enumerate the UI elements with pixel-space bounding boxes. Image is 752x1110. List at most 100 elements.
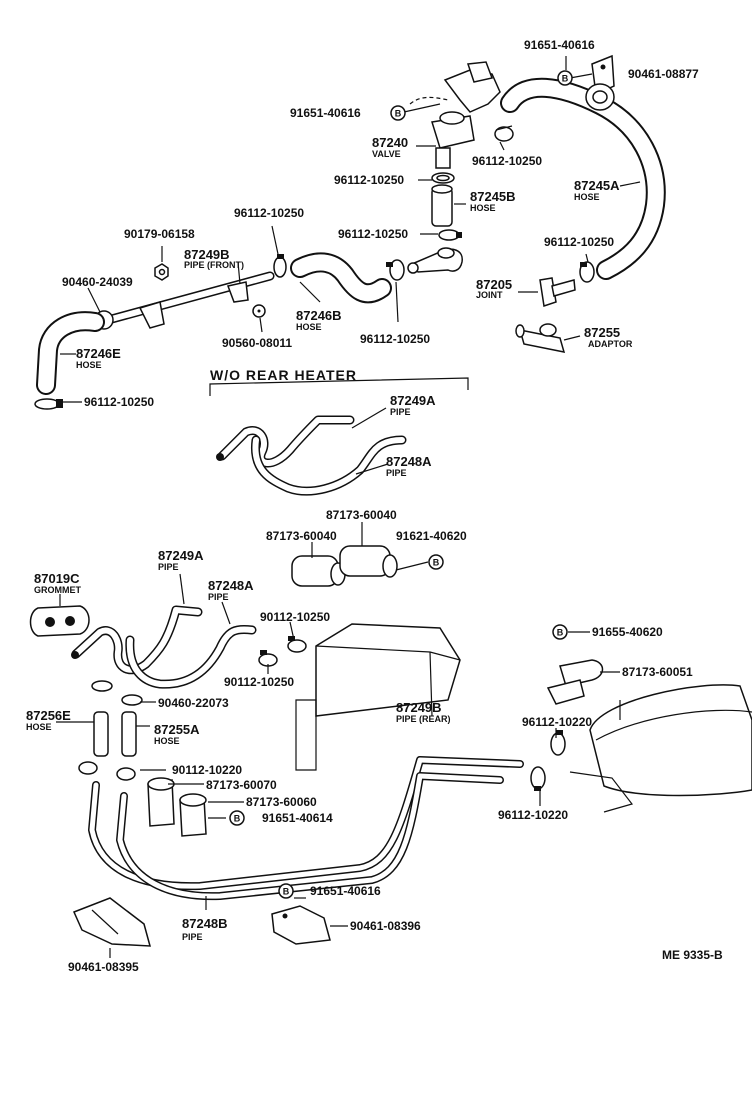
label-87240: 87240 — [372, 135, 408, 150]
clamp-87173-60040-a — [291, 555, 346, 587]
clamp-under-valve — [431, 172, 455, 184]
label-96112-10250-g: 96112-10250 — [84, 395, 154, 409]
label-87246b-name: HOSE — [296, 322, 322, 332]
clamp-96112-10220-a — [550, 730, 566, 756]
label-87205-name: JOINT — [476, 290, 503, 300]
label-87249a-wo-name: PIPE — [390, 407, 411, 417]
clamp-87246e — [34, 398, 63, 410]
label-90460-24039: 90460-24039 — [62, 275, 133, 289]
clamp-lower-hoses — [78, 761, 136, 781]
label-87245a: 87245A — [574, 178, 620, 193]
labels: 91651-40616 90461-08877 91651-40616 8724… — [26, 38, 723, 974]
label-87248a-wo-name: PIPE — [386, 468, 407, 478]
label-87173-60040-top: 87173-60040 — [326, 508, 397, 522]
svg-text:B: B — [283, 887, 290, 897]
label-87249a-lower: 87249A — [158, 548, 204, 563]
hose-87245b — [431, 184, 453, 227]
label-87246e: 87246E — [76, 346, 121, 361]
clamp-90460-22073 — [91, 680, 143, 706]
bolt-mark-4: B — [552, 624, 568, 640]
hose-87246b — [290, 252, 392, 304]
label-90460-22073: 90460-22073 — [158, 696, 229, 710]
label-87173-60060: 87173-60060 — [246, 795, 317, 809]
label-87248a-lower: 87248A — [208, 578, 254, 593]
label-91651-40614: 91651-40614 — [262, 811, 333, 825]
rear-heater-core — [569, 684, 752, 813]
label-87173-60051: 87173-60051 — [622, 665, 693, 679]
label-87248b-name: PIPE — [182, 932, 203, 942]
bracket-90461-08877 — [585, 54, 615, 111]
pipe-87249b-front — [103, 271, 275, 329]
clamp-87173-60051 — [546, 659, 604, 705]
label-87248a-wo: 87248A — [386, 454, 432, 469]
label-87173-60070: 87173-60070 — [206, 778, 277, 792]
label-96112-10250-f: 96112-10250 — [360, 332, 430, 346]
label-96112-10250-b: 96112-10250 — [334, 173, 404, 187]
label-87240-name: VALVE — [372, 149, 401, 159]
label-96112-10250-a: 96112-10250 — [472, 154, 542, 168]
clamp-valve-right — [494, 125, 514, 142]
label-87249a-wo: 87249A — [390, 393, 436, 408]
clip-90112-10250-a — [287, 636, 307, 653]
bolt-mark-6: B — [278, 883, 294, 899]
label-90112-10250-a: 90112-10250 — [260, 610, 330, 624]
label-87245b-name: HOSE — [470, 203, 496, 213]
label-87249b-front: 87249B — [184, 247, 230, 262]
clamp-87246b-left — [273, 254, 287, 278]
washer-90560-08011 — [252, 304, 266, 318]
label-90461-08395: 90461-08395 — [68, 960, 139, 974]
label-90461-08396: 90461-08396 — [350, 919, 421, 933]
label-87255-name: ADAPTOR — [588, 339, 633, 349]
label-87255a: 87255A — [154, 722, 200, 737]
label-87245a-name: HOSE — [574, 192, 600, 202]
label-87249b-rear-name: PIPE (REAR) — [396, 714, 451, 724]
label-87205: 87205 — [476, 277, 512, 292]
nut-90179-06158 — [154, 263, 169, 281]
label-96112-10220-b: 96112-10220 — [498, 808, 568, 822]
svg-text:B: B — [234, 814, 241, 824]
clamp-87173-60070 — [147, 777, 175, 827]
clip-90112-10250-b — [258, 650, 278, 667]
label-87019c-name: GROMMET — [34, 585, 81, 595]
bolt-mark-1: B — [557, 70, 573, 86]
hose-87245a — [500, 77, 666, 280]
valve-87240 — [409, 61, 501, 169]
label-96112-10250-c: 96112-10250 — [234, 206, 304, 220]
hose-87255a — [121, 711, 137, 757]
elbow-joint — [407, 247, 463, 274]
label-87255a-name: HOSE — [154, 736, 180, 746]
leader-lines — [56, 56, 641, 958]
clamp-96112-10220-b — [530, 766, 546, 791]
joint-87205 — [539, 277, 576, 307]
pipe-87248a-lower — [125, 624, 257, 689]
label-87249b-front-name: PIPE (FRONT) — [184, 260, 244, 270]
label-96112-10220-a: 96112-10220 — [522, 715, 592, 729]
label-90461-08877: 90461-08877 — [628, 67, 699, 81]
pipe-end-lower — [71, 651, 79, 659]
grommet-87019c — [29, 605, 90, 637]
label-87249b-rear: 87249B — [396, 700, 442, 715]
bracket-90461-08395 — [72, 897, 151, 947]
label-91655-40620: 91655-40620 — [592, 625, 663, 639]
pipe-87249a-wo — [217, 415, 355, 468]
rear-heater-unit — [295, 623, 461, 771]
label-96112-10250-d: 96112-10250 — [338, 227, 408, 241]
label-91651-40616-top: 91651-40616 — [524, 38, 595, 52]
diagram-id: ME 9335-B — [662, 948, 723, 962]
label-87246e-name: HOSE — [76, 360, 102, 370]
label-87248b: 87248B — [182, 916, 228, 931]
adaptor-87255 — [515, 323, 566, 353]
label-96112-10250-e: 96112-10250 — [544, 235, 614, 249]
label-87246b: 87246B — [296, 308, 342, 323]
clamp-87173-60040-b — [339, 545, 398, 578]
clamp-87205 — [579, 261, 595, 283]
label-87256e-name: HOSE — [26, 722, 52, 732]
label-90112-10250-b: 90112-10250 — [224, 675, 294, 689]
label-87249a-lower-name: PIPE — [158, 562, 179, 572]
label-90112-10220: 90112-10220 — [172, 763, 242, 777]
bolt-mark-3: B — [428, 554, 444, 570]
label-87248a-lower-name: PIPE — [208, 592, 229, 602]
section-bracket-w-o-rear-heater — [209, 377, 469, 396]
label-90179-06158: 90179-06158 — [124, 227, 195, 241]
